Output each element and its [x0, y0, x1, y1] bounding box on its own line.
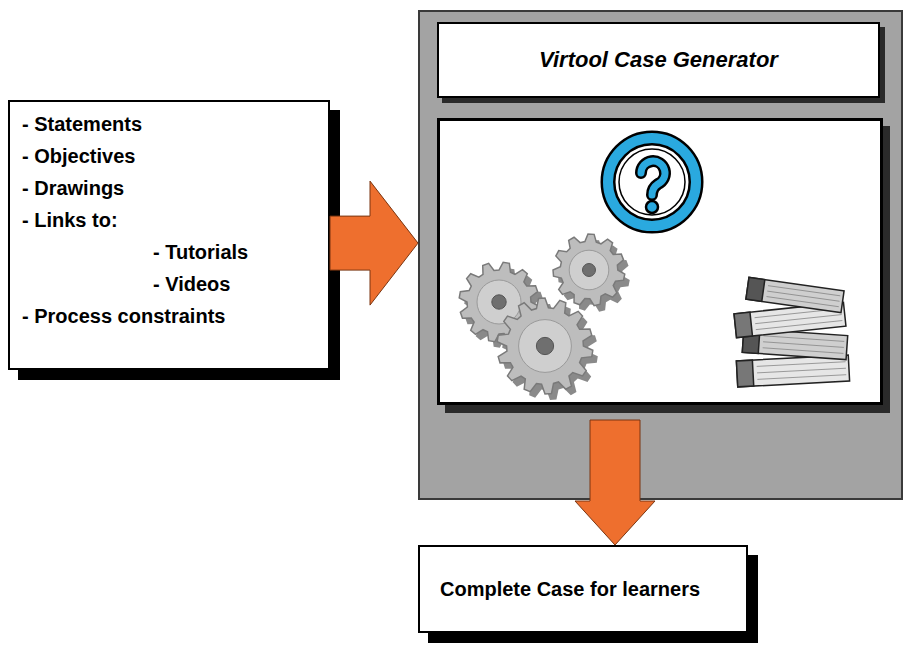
- panel-title: Virtool Case Generator: [539, 48, 778, 72]
- illustration-frame: [439, 120, 882, 404]
- illustration-box: [437, 118, 893, 418]
- output-box: Complete Case for learners: [418, 545, 748, 633]
- gears-icon: [459, 234, 630, 400]
- block-arrow: [575, 420, 655, 545]
- list-item: - Statements: [22, 112, 142, 136]
- box-label: Complete Case for learners: [440, 577, 700, 601]
- list-item: - Objectives: [22, 144, 135, 168]
- list-item: - Process constraints: [22, 304, 225, 328]
- title-box: Virtool Case Generator: [437, 22, 880, 98]
- list-item: - Videos: [153, 272, 230, 296]
- books-icon: [734, 277, 850, 386]
- list-item: - Tutorials: [153, 240, 248, 264]
- list-item: - Drawings: [22, 176, 124, 200]
- list-item: - Links to:: [22, 208, 118, 232]
- block-arrow: [330, 181, 418, 305]
- generator-panel: Virtool Case Generator: [418, 10, 903, 500]
- input-list-box: - Statements - Objectives - Drawings - Link…: [8, 100, 330, 370]
- question-icon: [608, 138, 696, 226]
